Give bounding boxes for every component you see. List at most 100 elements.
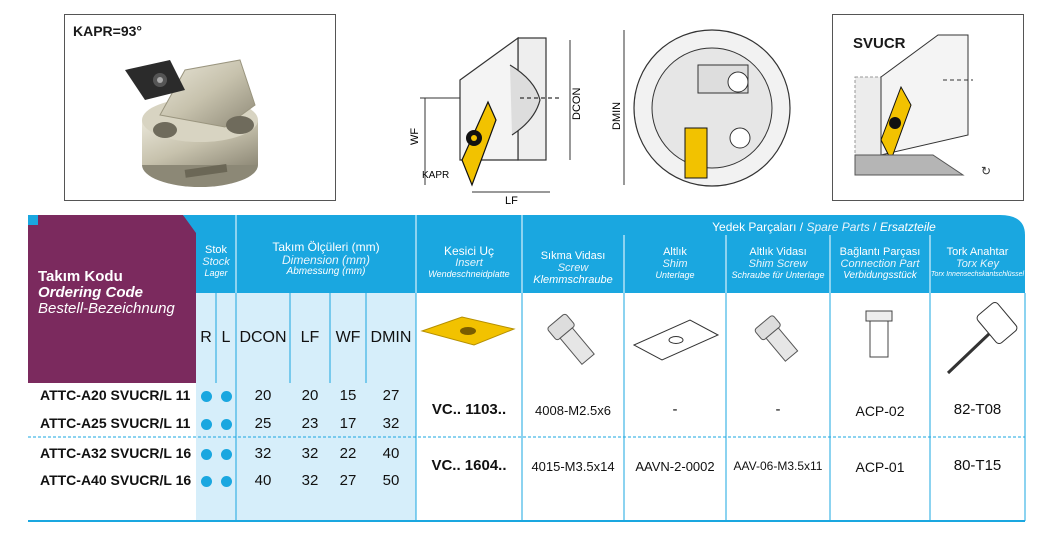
dims-header: Takım Ölçüleri (mm) Dimension (mm) Abmes… <box>236 241 416 278</box>
torx-header-de: Torx Innensechskantschlüssel <box>930 270 1025 278</box>
row-1-dcon: 20 <box>254 387 272 404</box>
group-1-shim: - <box>672 401 678 418</box>
stock-header-de: Lager <box>204 267 228 278</box>
code-header: Takım Kodu Ordering Code Bestell-Bezeich… <box>38 268 198 318</box>
group-2-connection: ACP-01 <box>855 459 905 475</box>
spares-header-en: Spare Parts <box>806 220 870 234</box>
row-1-lf: 20 <box>301 387 319 404</box>
row-1-l-stock <box>221 391 232 402</box>
spares-header: Yedek Parçaları / Spare Parts / Ersatzte… <box>712 220 936 234</box>
spec-table: Takım Kodu Ordering Code Bestell-Bezeich… <box>0 205 1038 537</box>
group-1-screw: 4008-M2.5x6 <box>535 403 611 418</box>
row-4-dcon: 40 <box>254 472 272 489</box>
torx-header-en: Torx Key <box>955 257 999 270</box>
group-2-torx: 80-T15 <box>953 457 1002 474</box>
torx-header: Tork Anahtar Torx Key Torx Innensechskan… <box>930 246 1025 278</box>
screw-header: Sıkma Vidası Screw Klemmschraube <box>522 250 624 287</box>
row-4-l-stock <box>221 476 232 487</box>
connection-header-de: Verbidungsstück <box>843 269 917 281</box>
row-3-dcon: 32 <box>254 445 272 462</box>
tool-photo-illustration <box>125 59 258 187</box>
row-4-lf: 32 <box>301 472 319 489</box>
dims-header-en: Dimension (mm) <box>281 252 370 267</box>
screw-header-tr: Sıkma Vidası <box>540 250 606 262</box>
shim-header-tr: Altlık <box>663 246 687 258</box>
row-2-dmin: 32 <box>382 415 400 432</box>
dims-header-tr: Takım Ölçüleri (mm) <box>272 240 380 254</box>
shim-screw-header-de: Schraube für Unterlage <box>731 269 825 280</box>
row-4-code: ATTC-A40 SVUCR/L 16 <box>40 472 192 488</box>
tool-photo-panel: KAPR=93° <box>64 14 336 201</box>
lf-label: LF <box>505 195 518 205</box>
col-l: L <box>221 329 231 346</box>
row-2-dcon: 25 <box>254 415 272 432</box>
insert-header-de: Wendeschneidplatte <box>428 268 510 279</box>
row-1-r-stock <box>201 391 212 402</box>
kapr-label: KAPR=93° <box>73 23 143 39</box>
row-2-code: ATTC-A25 SVUCR/L 11 <box>40 415 191 431</box>
row-3-l-stock <box>221 449 232 460</box>
row-2-wf: 17 <box>339 415 357 432</box>
group-2-insert: VC.. 1604.. <box>431 457 507 474</box>
shim-screw-header-tr: Altlık Vidası <box>749 246 807 258</box>
row-3-r-stock <box>201 449 212 460</box>
shim-screw-header: Altlık Vidası Shim Screw Schraube für Un… <box>726 246 830 280</box>
table-background <box>28 215 1026 522</box>
dims-header-de: Abmessung (mm) <box>286 265 366 277</box>
torx-header-tr: Tork Anahtar <box>946 246 1009 258</box>
col-dcon: DCON <box>239 329 287 346</box>
connection-header-en: Connection Part <box>840 257 920 270</box>
kapr-drawing-label: KAPR <box>422 170 449 181</box>
insert-header-en: Insert <box>455 256 483 269</box>
col-lf: LF <box>300 329 320 346</box>
row-1-code: ATTC-A20 SVUCR/L 11 <box>40 387 191 403</box>
row-3-code: ATTC-A32 SVUCR/L 16 <box>40 445 192 461</box>
group-1-insert: VC.. 1103.. <box>431 401 507 418</box>
spares-header-de: Ersatzteile <box>879 220 936 234</box>
tool-side-drawing: WF DCON LF KAPR <box>409 36 583 205</box>
row-1-wf: 15 <box>339 387 357 404</box>
stock-header-en: Stock <box>202 255 230 268</box>
group-1-torx: 82-T08 <box>953 401 1002 418</box>
row-3-lf: 32 <box>301 445 319 462</box>
insert-header-tr: Kesici Uç <box>443 244 494 258</box>
col-r: R <box>200 329 212 346</box>
spares-header-tr: Yedek Parçaları <box>712 220 797 234</box>
dmin-label: DMIN <box>611 102 623 130</box>
wf-label: WF <box>409 128 421 145</box>
svg-text:↻: ↻ <box>981 164 991 178</box>
svucr-label: SVUCR <box>853 35 906 52</box>
group-1-shim-screw: - <box>775 401 781 418</box>
connection-header: Bağlantı Parçası Connection Part Verbidu… <box>830 246 930 282</box>
shim-screw-header-en: Shim Screw <box>748 257 808 270</box>
row-3-dmin: 40 <box>382 445 400 462</box>
svucr-panel: SVUCR ↻ <box>832 14 1024 201</box>
col-dmin: DMIN <box>370 329 412 346</box>
code-header-en: Ordering Code <box>38 284 144 302</box>
shim-header-de: Unterlage <box>655 269 695 280</box>
code-header-tr: Takım Kodu <box>38 268 123 285</box>
stock-header-tr: Stok <box>204 244 227 256</box>
group-2-shim: AAVN-2-0002 <box>635 459 715 474</box>
group-2-screw: 4015-M3.5x14 <box>531 459 615 474</box>
shim-header-en: Shim <box>662 257 688 270</box>
row-4-dmin: 50 <box>382 472 400 489</box>
row-1-dmin: 27 <box>382 387 400 404</box>
insert-header: Kesici Uç Insert Wendeschneidplatte <box>416 245 522 280</box>
svucr-illustration: ↻ <box>854 34 991 178</box>
group-2-shim-screw: AAV-06-M3.5x11 <box>733 459 823 473</box>
row-3-wf: 22 <box>339 445 357 462</box>
row-2-r-stock <box>201 419 212 430</box>
row-2-l-stock <box>221 419 232 430</box>
screw-header-de: Klemmschraube <box>533 273 613 286</box>
row-4-wf: 27 <box>339 472 357 489</box>
shim-header: Altlık Shim Unterlage <box>624 246 726 280</box>
connection-header-tr: Bağlantı Parçası <box>839 246 921 258</box>
tool-front-drawing: DMIN <box>611 29 791 187</box>
group-1-connection: ACP-02 <box>855 403 905 419</box>
col-wf: WF <box>335 329 361 346</box>
row-2-lf: 23 <box>301 415 319 432</box>
code-header-de: Bestell-Bezeichnung <box>38 300 175 318</box>
row-4-r-stock <box>201 476 212 487</box>
stock-header: Stok Stock Lager <box>196 244 236 278</box>
